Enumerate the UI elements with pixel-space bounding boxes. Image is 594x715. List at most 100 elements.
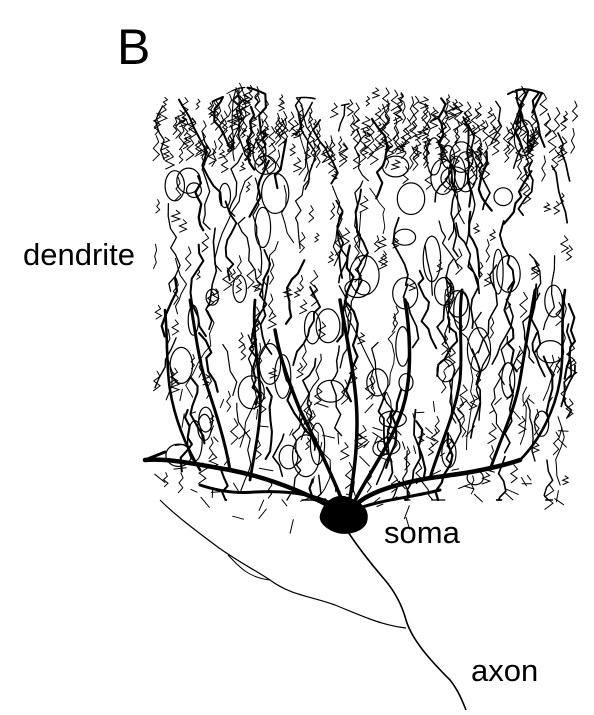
dendritic-tip [383,136,394,151]
dendritic-spine [555,490,559,503]
cell-outline [381,155,410,178]
dendritic-branch [555,416,565,486]
dendritic-tip [412,95,420,117]
dendritic-tip [452,106,464,131]
dendritic-tip [172,117,178,135]
dendritic-branch [542,355,554,420]
dendritic-branch [154,105,165,161]
dendritic-branch [490,377,504,439]
dendritic-branch [563,302,577,380]
dendritic-branch [477,264,499,354]
dendritic-tip [468,394,479,411]
dendritic-branch [297,113,307,176]
dendritic-spine [402,441,406,450]
dendritic-branch [438,220,460,269]
dendritic-tip [292,157,303,173]
dendritic-tip [477,142,483,157]
dendritic-tip [327,251,335,264]
dendritic-tip [196,269,202,280]
cell-outline [278,444,299,470]
dendritic-tip [384,103,391,127]
soma-and-axon [159,495,467,711]
dendritic-tip [339,442,350,461]
dendritic-tip [393,105,404,125]
dendritic-tip [390,237,400,249]
dendritic-branch [353,211,365,257]
dendritic-tip [402,118,412,144]
dendritic-tip [207,102,214,115]
cell-outline [436,359,455,383]
dendritic-branch [469,348,482,439]
dendritic-spine [520,476,527,487]
dendritic-spine [403,505,410,520]
dendritic-tip [411,139,423,158]
dendritic-tip [289,143,297,157]
dendritic-tip [542,202,552,212]
dendritic-tip [178,124,186,151]
dendritic-tip [186,118,197,131]
cell-outline [366,368,389,397]
dendritic-branch [502,170,533,225]
dendritic-branch [294,178,311,250]
dendritic-tip [152,112,162,129]
dendritic-tip [377,138,387,149]
dendritic-spine [425,427,433,435]
dendritic-tip [410,114,418,133]
dendritic-tip [487,422,497,444]
dendritic-spine [352,488,357,498]
dendritic-tip [441,371,447,394]
dendritic-tip [352,151,362,170]
dendritic-tip [488,229,497,241]
dendritic-branch [222,343,238,396]
dendritic-tip [277,99,286,112]
cell-outline [493,187,513,207]
dendritic-spine [256,409,259,420]
dendritic-tip [255,318,261,333]
dendritic-branch [474,311,491,421]
dendritic-spine [504,492,514,501]
dendritic-tip [460,414,467,438]
dendritic-tip [366,134,375,160]
dendritic-tip [181,112,187,123]
dendritic-tip [365,96,371,107]
dendritic-spine [154,473,166,483]
dendritic-branch [466,349,480,451]
cell-outline [274,354,292,399]
dendritic-tip [397,93,405,104]
dendritic-tip [519,119,529,137]
dendritic-spine [232,515,244,520]
dendritic-tip [561,475,570,485]
dendritic-tip [519,166,529,192]
dendritic-tip [321,140,329,164]
dendritic-branch [336,212,349,284]
cell-outline [393,228,417,246]
dendritic-branch [498,335,509,386]
cell-outline [466,327,492,373]
dendritic-tip [553,107,561,133]
dendritic-tip [246,142,256,157]
cell-outline [261,172,290,215]
dendritic-tip [174,176,182,201]
dendritic-tip [504,144,511,163]
dendritic-tip [346,99,355,117]
dendritic-tip [208,437,214,460]
dendritic-branch [286,417,303,501]
dendritic-tip [309,269,319,296]
dendritic-tip [338,142,349,168]
dendritic-branch [295,96,312,182]
dendritic-tip [380,250,389,266]
dendritic-spine [219,398,225,409]
dendritic-tip [403,446,411,471]
dendritic-tip [268,126,276,148]
axon-collateral [159,499,407,629]
dendritic-branch [531,89,546,148]
dendritic-tip [570,127,576,154]
dendritic-branch [272,433,285,478]
dendritic-tip [509,464,519,484]
dendritic-tip [340,227,351,247]
dendritic-branch [437,97,447,151]
dendritic-tip [541,155,547,182]
dendritic-tip [169,371,176,384]
dendritic-tip [172,278,180,305]
dendritic-tip [152,370,161,392]
